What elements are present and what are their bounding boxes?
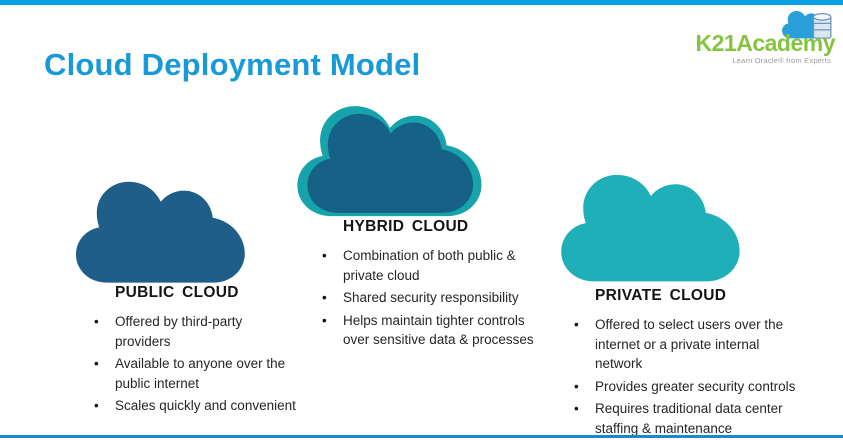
bullet-item: Requires traditional data center staffin… bbox=[574, 399, 808, 438]
bullet-item: Helps maintain tighter controls over sen… bbox=[322, 311, 542, 350]
bullet-item: Offered to select users over the interne… bbox=[574, 315, 808, 374]
logo-name: K21Academy bbox=[695, 30, 836, 56]
bullet-item: Combination of both public & private clo… bbox=[322, 246, 542, 285]
bullet-item: Provides greater security controls bbox=[574, 377, 808, 397]
private-cloud-section: PRIVATE CLOUD Offered to select users ov… bbox=[568, 287, 808, 440]
hybrid-cloud-heading: HYBRID CLOUD bbox=[343, 218, 469, 235]
public-cloud-icon bbox=[76, 181, 245, 283]
bullet-item: Shared security responsibility bbox=[322, 288, 542, 308]
hybrid-cloud-icon bbox=[297, 106, 482, 217]
logo-tagline: Learn Oracle® from Experts bbox=[732, 56, 831, 65]
bullet-item: Offered by third-party providers bbox=[94, 312, 300, 351]
bullet-item: Scales quickly and convenient bbox=[94, 396, 300, 416]
public-cloud-section: PUBLIC CLOUD Offered by third-party prov… bbox=[88, 284, 300, 419]
private-cloud-bullet-list: Offered to select users over the interne… bbox=[568, 315, 808, 438]
bullet-item: Available to anyone over the public inte… bbox=[94, 354, 300, 393]
hybrid-cloud-bullet-list: Combination of both public & private clo… bbox=[316, 246, 542, 350]
page-title: Cloud Deployment Model bbox=[44, 46, 421, 82]
public-cloud-bullet-list: Offered by third-party providers Availab… bbox=[88, 312, 300, 416]
bottom-accent-bar bbox=[0, 435, 843, 438]
hybrid-cloud-section: HYBRID CLOUD Combination of both public … bbox=[316, 218, 542, 353]
private-cloud-heading: PRIVATE CLOUD bbox=[595, 287, 727, 304]
top-accent-bar bbox=[0, 0, 843, 5]
public-cloud-heading: PUBLIC CLOUD bbox=[115, 284, 239, 301]
k21academy-logo: K21Academy Learn Oracle® from Experts bbox=[675, 6, 836, 68]
logo-cloud-database-icon bbox=[782, 11, 832, 39]
private-cloud-icon bbox=[561, 174, 740, 282]
